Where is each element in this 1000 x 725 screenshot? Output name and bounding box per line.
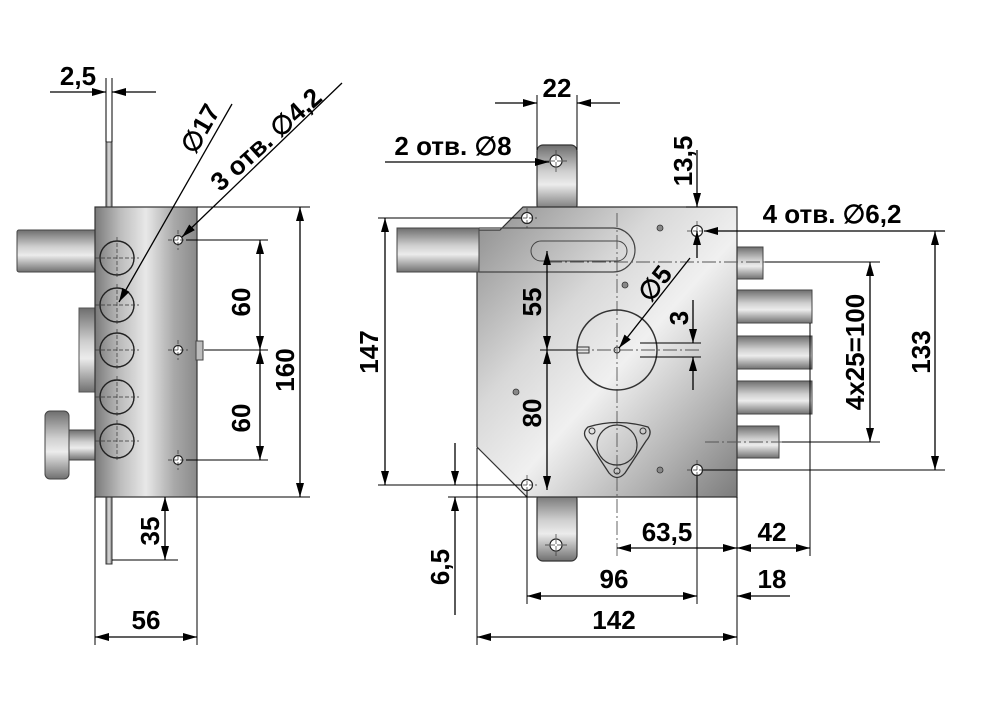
dim-backset: 63,5 42 [617, 323, 811, 645]
dim-label: 3 отв. ∅4,2 [204, 82, 327, 197]
dim-cylinder-offset: 3 [640, 300, 701, 390]
dim-hole-offset-bottom: 6,5 [425, 443, 527, 615]
side-view: 2,5 ∅17 3 отв. ∅4,2 60 60 160 [16, 61, 343, 645]
leader-line [181, 82, 343, 238]
bolt [734, 335, 813, 370]
face-plate-bottom [105, 495, 113, 565]
dim-label: 56 [132, 605, 161, 635]
hole-circle [549, 154, 563, 168]
latch-arm [396, 227, 480, 273]
dim-hole-spacing: 60 60 [186, 239, 268, 461]
dim-label: 35 [135, 517, 165, 546]
dim-body-width: 142 [476, 448, 737, 645]
mount-hole [168, 340, 188, 360]
dim-plate-offset: 35 [112, 497, 178, 561]
dim-label: 63,5 [642, 517, 693, 547]
lock-hole [95, 420, 139, 462]
tab-hole [545, 150, 567, 172]
dim-label: 160 [270, 348, 300, 391]
body-pin [195, 340, 204, 361]
body-hole [517, 475, 537, 495]
body-hole [517, 208, 537, 228]
dim-height: 160 [197, 206, 310, 498]
dim-tab-width: 22 [495, 73, 620, 150]
rivet [512, 388, 520, 396]
knob-stem [65, 429, 98, 461]
dim-body-hole-span: 133 [703, 231, 945, 471]
bolt [734, 289, 813, 324]
dim-hole-distance: 96 18 [526, 476, 790, 604]
dim-label: 18 [758, 564, 787, 594]
dim-label: 96 [600, 564, 629, 594]
dim-label: 55 [517, 288, 547, 317]
bolt-small-top [734, 246, 764, 280]
face-plate-top [105, 141, 113, 209]
dim-bolt-spacing: 4x25=100 [765, 261, 880, 443]
dim-label: 142 [592, 605, 635, 635]
latch-bolt [16, 229, 98, 273]
knob-head [44, 410, 70, 480]
cam-pin [613, 467, 621, 475]
cam [583, 421, 651, 479]
dim-label: 133 [906, 330, 936, 373]
mount-hole [168, 450, 188, 470]
rivet [621, 281, 629, 289]
dim-latch-cylinder: 55 80 [517, 251, 577, 490]
dim-label: 13,5 [668, 136, 698, 187]
cylinder-housing [78, 307, 98, 393]
dim-tab-hole-span: 147 [354, 217, 521, 486]
cam-pin [639, 427, 647, 435]
leader-line [618, 257, 691, 349]
mount-hole [168, 230, 188, 250]
dim-label: 147 [354, 330, 384, 373]
dim-label: 60 [226, 404, 256, 433]
lock-hole [95, 284, 139, 326]
leader-line [118, 103, 233, 303]
dim-plate: 2,5 [50, 61, 156, 142]
dim-label: 80 [517, 399, 547, 428]
dim-label: 22 [543, 73, 572, 103]
cam-outline [583, 421, 651, 479]
dim-body-holes: 4 отв. ∅6,2 [704, 199, 945, 235]
rivet [656, 224, 664, 232]
lock-hole [95, 376, 139, 418]
dim-label: 2,5 [60, 61, 96, 91]
rivet [656, 466, 664, 474]
lock-body-front [476, 206, 738, 498]
latch-arm-outline [479, 227, 636, 273]
dim-label: 60 [226, 288, 256, 317]
front-view: 22 2 отв. ∅8 13,5 4 отв. ∅6,2 147 [354, 73, 945, 645]
dim-label: 2 отв. ∅8 [394, 131, 511, 161]
dim-label: 4x25=100 [840, 294, 870, 410]
dim-label: 42 [758, 517, 787, 547]
lock-hole [95, 329, 139, 371]
cam-pin [588, 427, 596, 435]
dim-hole-offset-top: 13,5 [668, 136, 737, 258]
dim-depth: 56 [94, 497, 198, 645]
dim-label: 3 [664, 311, 694, 325]
bolt [734, 380, 813, 415]
lock-hole [95, 237, 139, 279]
cylinder-center [613, 346, 621, 354]
cam-ring [596, 424, 638, 466]
dim-tab-holes: 2 отв. ∅8 [385, 131, 549, 166]
tab-hole [545, 534, 567, 556]
dim-label: 6,5 [425, 549, 455, 585]
body-hole [687, 460, 707, 480]
hole-circle [549, 538, 563, 552]
dim-label: 4 отв. ∅6,2 [763, 199, 902, 229]
